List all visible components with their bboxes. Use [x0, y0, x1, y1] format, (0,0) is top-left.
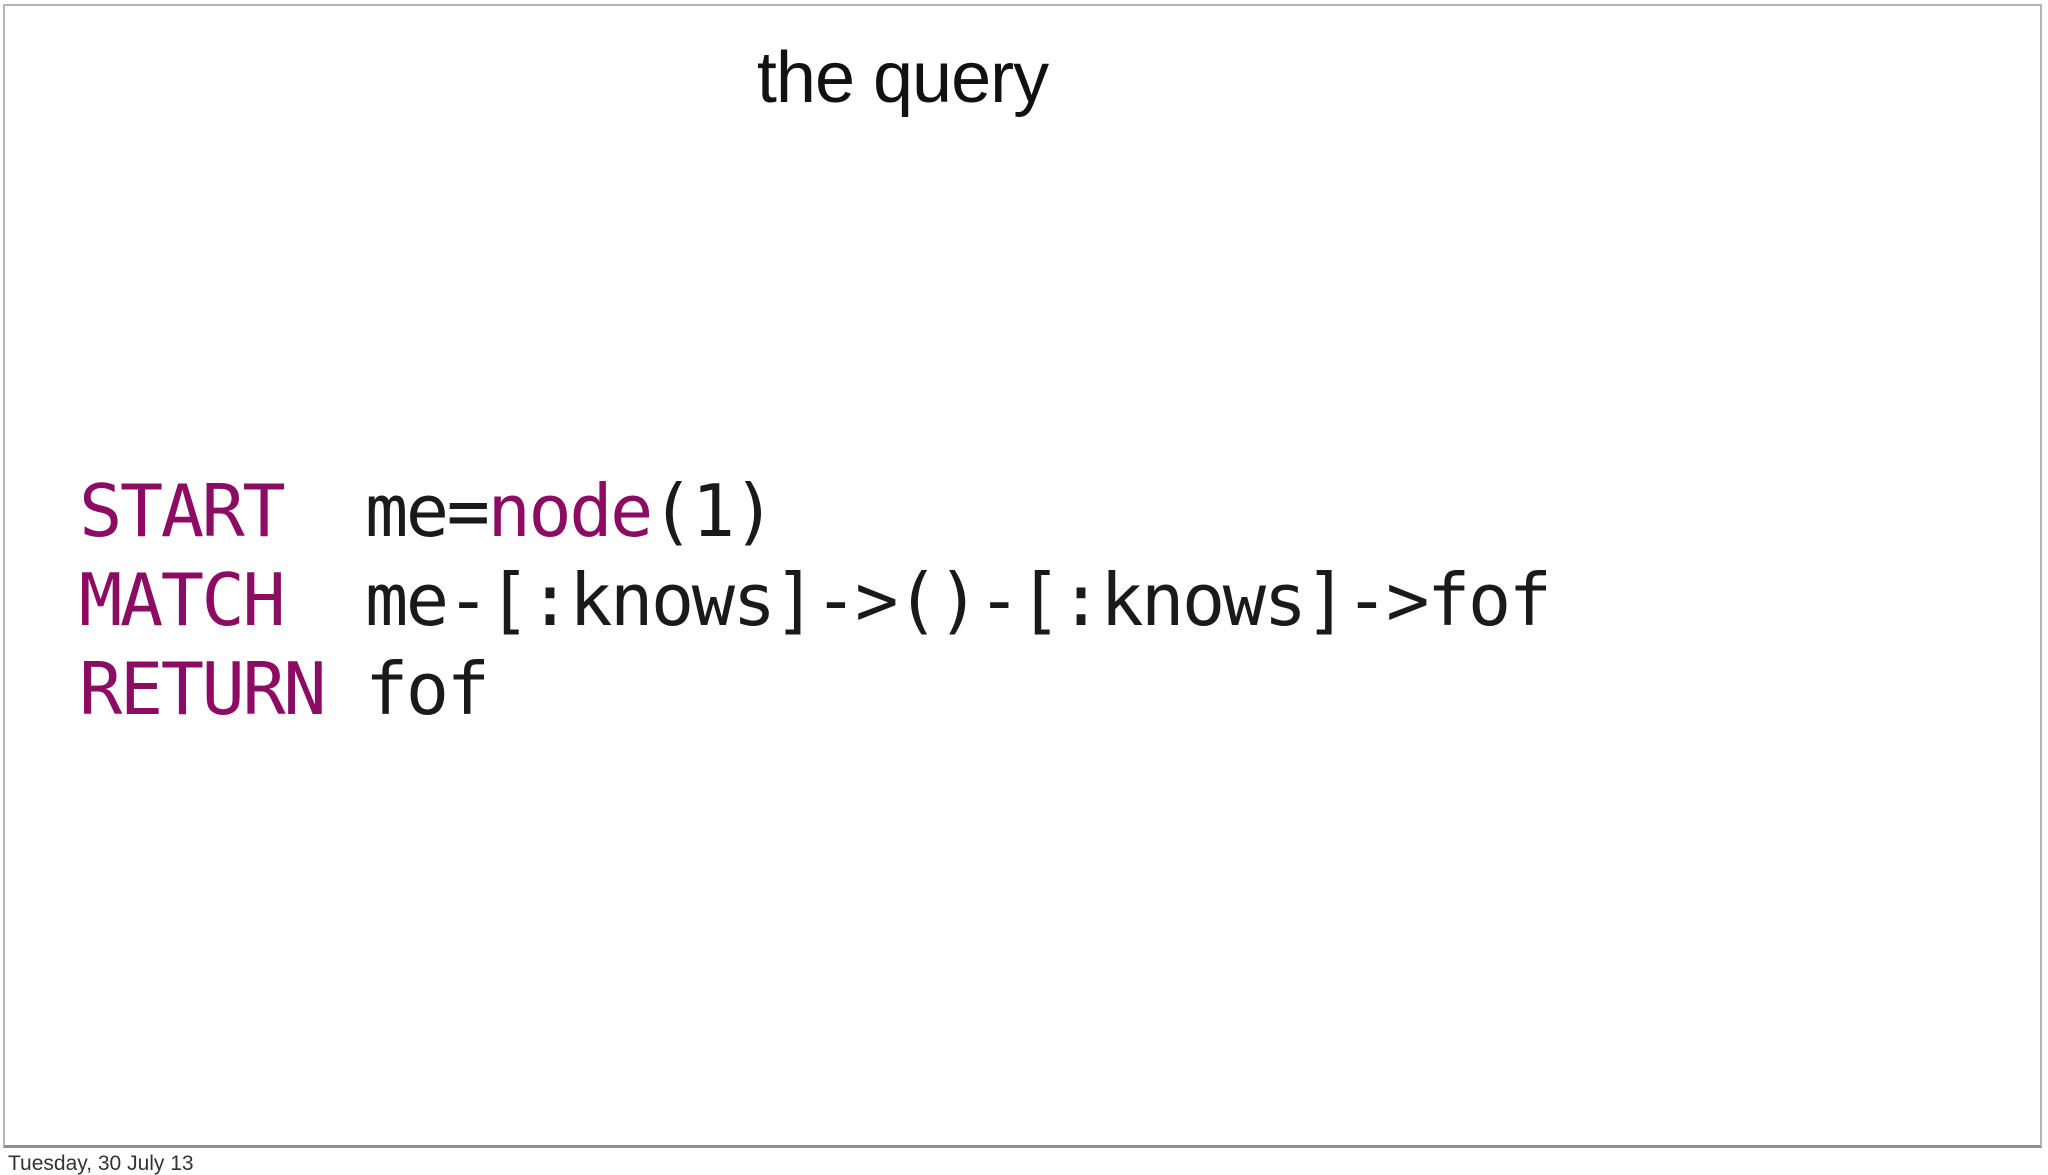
code-segment-plain: fof — [324, 647, 490, 731]
code-segment-plain: me= — [283, 469, 490, 553]
slide: the query START me=node(1)MATCH me-[:kno… — [3, 4, 2042, 1148]
code-segment-keyword: RETURN — [79, 647, 327, 731]
code-segment-plain: me-[:knows]->()-[:knows]->fof — [283, 558, 1552, 642]
slide-date-footer: Tuesday, 30 July 13 — [8, 1152, 194, 1175]
code-line: MATCH me-[:knows]->()-[:knows]->fof — [79, 556, 1552, 645]
code-segment-keyword: MATCH — [79, 558, 286, 642]
code-segment-plain: (1) — [650, 469, 776, 553]
code-line: RETURN fof — [79, 645, 1550, 734]
code-line: START me=node(1) — [79, 467, 1550, 556]
code-segment-keyword: node — [487, 469, 654, 553]
code-block: START me=node(1)MATCH me-[:knows]->()-[:… — [79, 467, 1552, 734]
slide-title: the query — [756, 38, 1049, 118]
code-segment-keyword: START — [79, 469, 286, 553]
